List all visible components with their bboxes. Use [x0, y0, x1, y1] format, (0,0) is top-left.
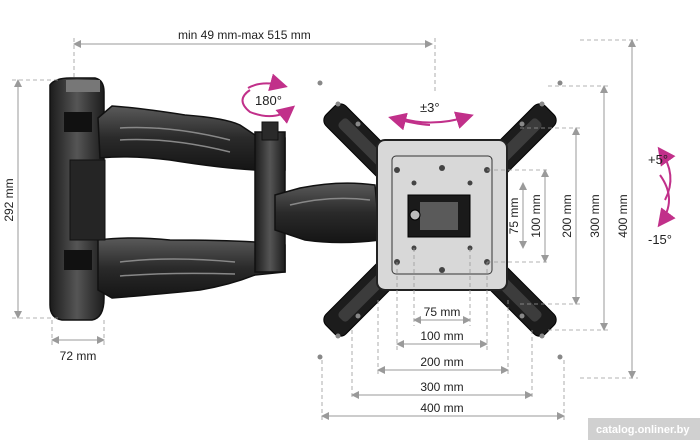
horiz-200-label: 200 mm	[420, 355, 463, 369]
vert-400-label: 400 mm	[616, 194, 630, 237]
horiz-300-label: 300 mm	[420, 380, 463, 394]
watermark: catalog.onliner.by	[596, 424, 690, 436]
motion-arrows	[241, 73, 676, 228]
rotation-label: 180°	[255, 93, 282, 108]
vert-75-label: 75 mm	[507, 198, 521, 235]
vert-300-label: 300 mm	[588, 194, 602, 237]
height-label: 292 mm	[2, 178, 16, 221]
plate-width-label: 72 mm	[60, 349, 97, 363]
watermark-background	[588, 418, 700, 440]
vert-200-label: 200 mm	[560, 194, 574, 237]
articulating-arm	[69, 105, 381, 299]
tilt-up-label: +5°	[648, 152, 668, 167]
horiz-75-label: 75 mm	[424, 305, 461, 319]
tilt-down-label: -15°	[648, 232, 672, 247]
vesa-bracket	[317, 80, 563, 360]
horiz-400-label: 400 mm	[420, 401, 463, 415]
swivel-label: ±3°	[420, 100, 440, 115]
arm-extension-label: min 49 mm-max 515 mm	[178, 28, 311, 42]
vert-100-label: 100 mm	[529, 194, 543, 237]
dimension-lines	[12, 38, 638, 422]
horiz-100-label: 100 mm	[420, 329, 463, 343]
